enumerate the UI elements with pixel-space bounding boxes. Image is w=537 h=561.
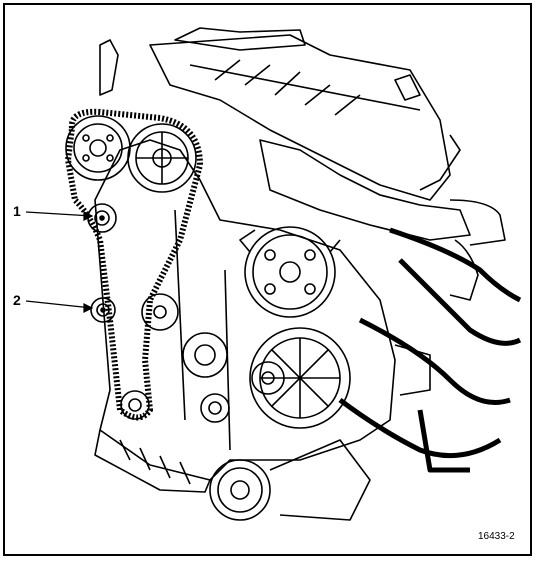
ac-compressor bbox=[209, 439, 371, 521]
intake-manifold bbox=[99, 27, 471, 241]
timing-belt bbox=[65, 108, 203, 421]
power-steering-pulley bbox=[239, 226, 341, 318]
idler-roller bbox=[90, 297, 116, 323]
camshaft-gear-right bbox=[127, 123, 197, 193]
auxiliary-pulley-lower bbox=[200, 393, 230, 423]
hoses bbox=[394, 134, 506, 396]
alternator bbox=[249, 327, 351, 429]
callout-2-label: 2 bbox=[13, 292, 21, 308]
engine-block bbox=[94, 139, 396, 493]
callout-2-leader bbox=[25, 300, 93, 309]
camshaft-gear-left bbox=[65, 115, 131, 181]
water-pump-pulley bbox=[141, 293, 179, 331]
wiring-harness bbox=[338, 227, 522, 473]
callout-1-leader bbox=[25, 211, 93, 217]
callout-1-label: 1 bbox=[13, 203, 21, 219]
crankshaft-sprocket bbox=[120, 390, 150, 420]
figure-reference-number: 16433-2 bbox=[478, 531, 515, 542]
auxiliary-pulley-upper bbox=[182, 332, 228, 378]
figure-frame bbox=[3, 3, 532, 556]
